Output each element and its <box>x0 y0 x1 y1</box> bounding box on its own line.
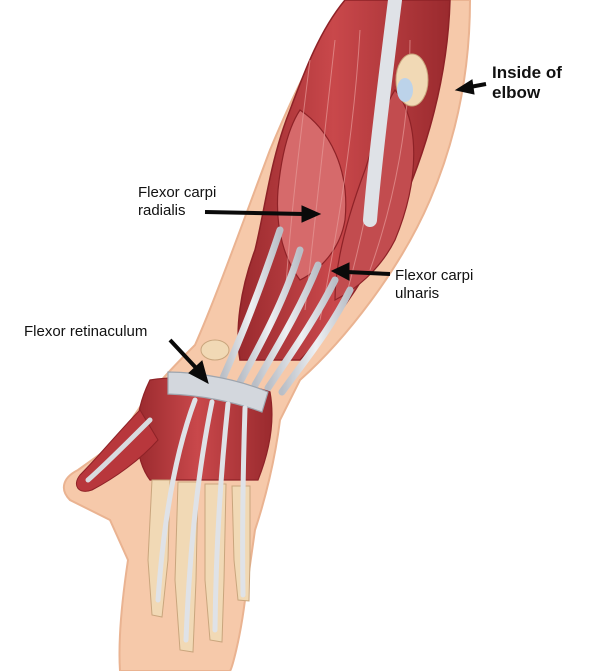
elbow-arrow <box>454 79 487 95</box>
finger-tendons <box>155 397 248 643</box>
label-flexor-carpi-ulnaris: Flexor carpi ulnaris <box>395 267 473 303</box>
label-line: radialis <box>138 202 186 219</box>
fcr-arrow <box>204 205 322 223</box>
retinaculum-arrow <box>168 338 209 384</box>
label-line: elbow <box>492 83 541 103</box>
label-line: Flexor carpi <box>395 267 474 284</box>
label-flexor-carpi-radialis: Flexor carpi radialis <box>138 184 216 220</box>
fcu-arrow <box>330 262 391 281</box>
label-line: ulnaris <box>395 285 440 302</box>
thumb-tendon <box>85 417 153 483</box>
label-line: Inside of <box>492 63 562 82</box>
flexor-carpi-radialis-muscle <box>276 109 347 281</box>
annotation-arrows <box>168 79 487 384</box>
forearm-tendons <box>218 226 354 396</box>
elbow-cartilage <box>397 78 413 102</box>
label-flexor-retinaculum: Flexor retinaculum <box>24 323 148 340</box>
label-inside-of-elbow: Inside of elbow <box>492 63 562 104</box>
wrist-bone <box>200 339 230 361</box>
label-line: Flexor carpi <box>138 184 217 201</box>
palmaris-tendon <box>363 0 402 227</box>
